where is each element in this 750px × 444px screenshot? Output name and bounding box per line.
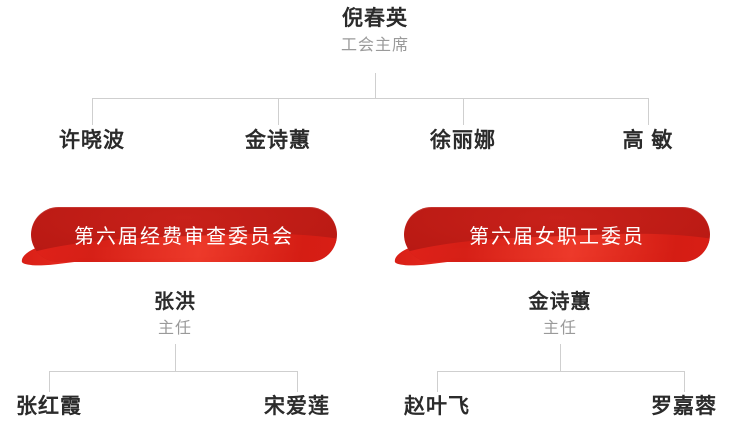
committee-head-title-1: 主任 — [157, 320, 192, 337]
connector-root-stem — [375, 73, 376, 98]
committee-1-member-name-1: 张红霞 — [16, 395, 82, 418]
connector-drop-committee-1-member-2 — [297, 371, 298, 392]
member-node-4[interactable]: 高 敏 — [568, 128, 728, 154]
committee-banner-2[interactable]: 第六届女职工委员 — [392, 207, 710, 269]
member-node-3[interactable]: 徐丽娜 — [383, 128, 543, 154]
member-name-2: 金诗蕙 — [245, 129, 311, 152]
connector-bus-committee-1 — [49, 371, 297, 372]
committee-2-member-node-1[interactable]: 赵叶飞 — [357, 394, 517, 420]
committee-head-name-1: 张洪 — [154, 291, 196, 313]
connector-stem-committee-1 — [175, 344, 176, 371]
connector-drop-committee-1-member-1 — [49, 371, 50, 392]
committee-2-member-name-2: 罗嘉蓉 — [651, 395, 717, 418]
committee-head-node-1[interactable]: 张洪 主任 — [95, 290, 255, 341]
member-node-1[interactable]: 许晓波 — [12, 128, 172, 154]
member-name-4: 高 敏 — [622, 129, 674, 152]
member-name-3: 徐丽娜 — [430, 129, 496, 152]
root-name: 倪春英 — [342, 7, 408, 30]
committee-label-2: 第六届女职工委员 — [469, 226, 645, 248]
connector-drop-committee-2-member-2 — [684, 371, 685, 392]
committee-1-member-name-2: 宋爱莲 — [264, 395, 330, 418]
connector-drop-committee-2-member-1 — [437, 371, 438, 392]
root-node[interactable]: 倪春英 工会主席 — [275, 6, 475, 58]
committee-1-member-node-1[interactable]: 张红霞 — [0, 394, 129, 420]
committee-pill-1[interactable]: 第六届经费审查委员会 — [31, 207, 337, 262]
committee-pill-2[interactable]: 第六届女职工委员 — [404, 207, 710, 262]
connector-stem-committee-2 — [560, 344, 561, 371]
committee-head-title-2: 主任 — [542, 320, 577, 337]
connector-level2-bus — [92, 98, 648, 99]
committee-head-node-2[interactable]: 金诗蕙 主任 — [480, 290, 640, 341]
committee-2-member-node-2[interactable]: 罗嘉蓉 — [604, 394, 750, 420]
committee-1-member-node-2[interactable]: 宋爱莲 — [217, 394, 377, 420]
committee-banner-1[interactable]: 第六届经费审查委员会 — [19, 207, 337, 269]
member-name-1: 许晓波 — [59, 129, 125, 152]
root-title: 工会主席 — [340, 37, 409, 55]
committee-head-name-2: 金诗蕙 — [528, 291, 592, 313]
connector-drop-member-2 — [278, 98, 279, 125]
connector-drop-member-1 — [92, 98, 93, 125]
committee-2-member-name-1: 赵叶飞 — [404, 395, 470, 418]
connector-drop-member-3 — [463, 98, 464, 125]
committee-label-1: 第六届经费审查委员会 — [74, 226, 294, 248]
connector-bus-committee-2 — [437, 371, 684, 372]
connector-drop-member-4 — [648, 98, 649, 125]
member-node-2[interactable]: 金诗蕙 — [198, 128, 358, 154]
